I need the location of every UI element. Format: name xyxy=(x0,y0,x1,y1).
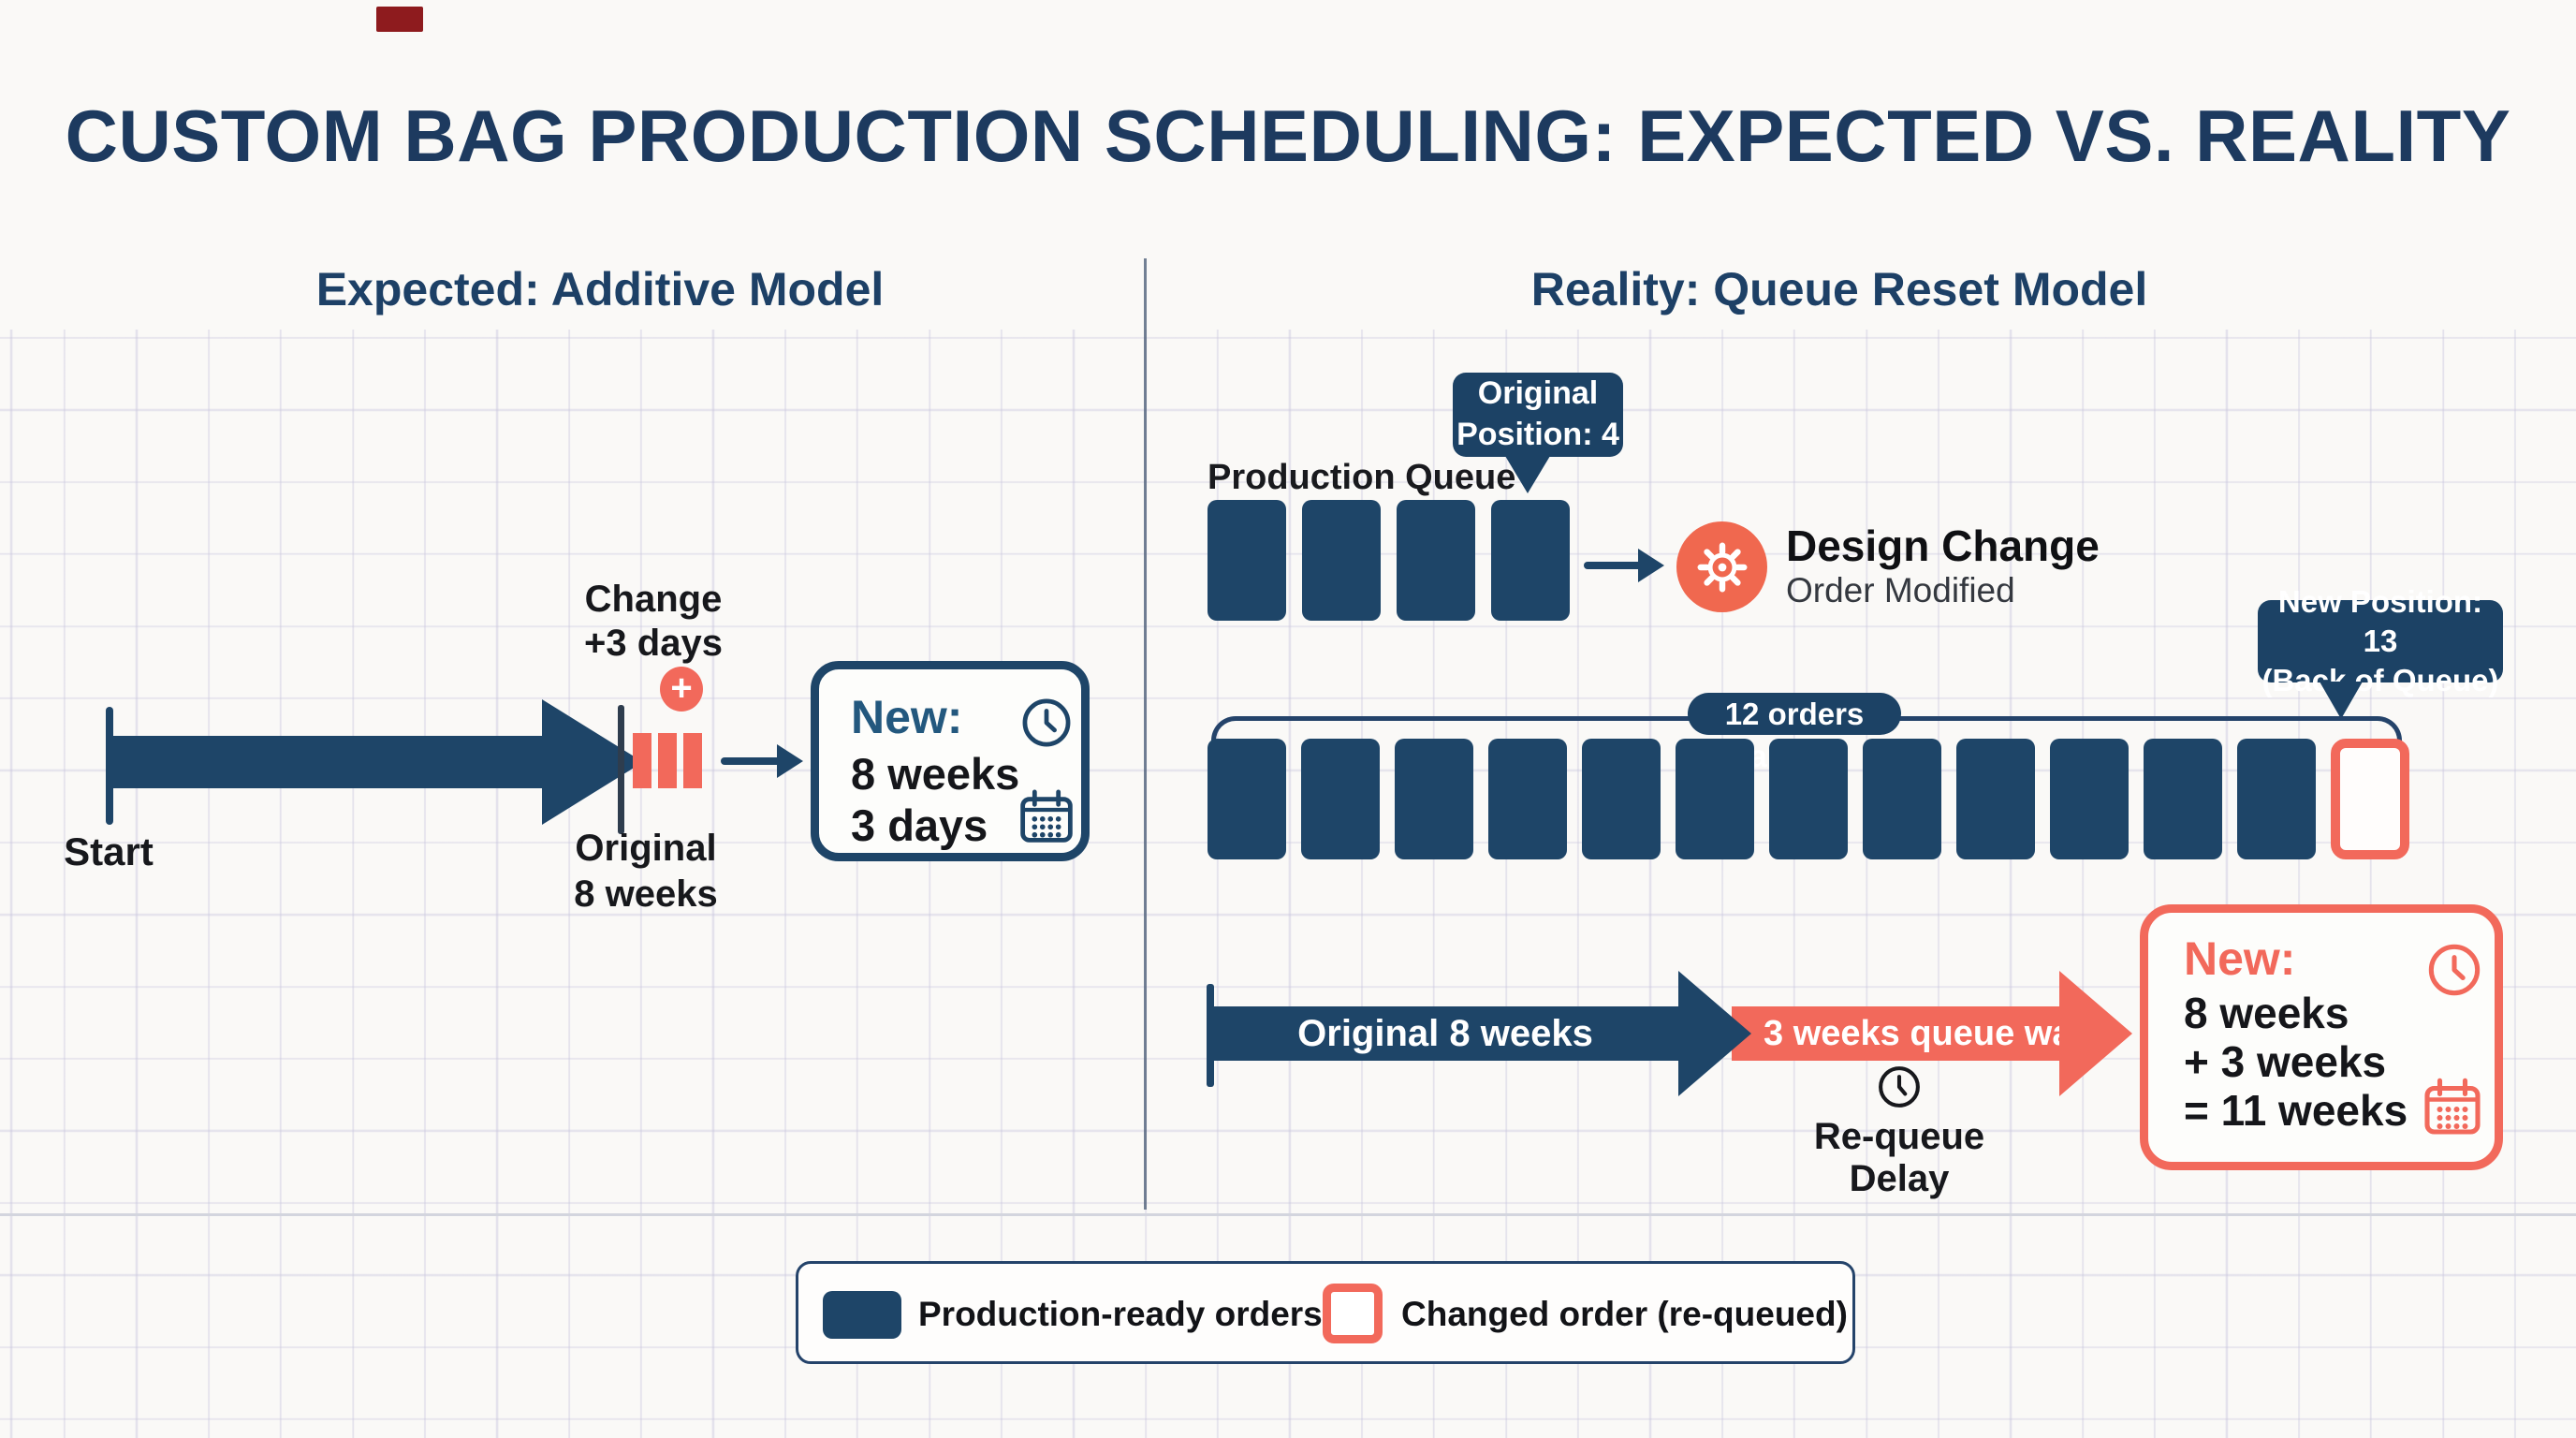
expected-result-title: New: xyxy=(851,691,963,743)
reality-result-line3: = 11 weeks xyxy=(2184,1086,2408,1135)
expected-section-heading: Expected: Additive Model xyxy=(315,263,885,315)
orders-ahead-badge: 12 orders ahead xyxy=(1688,693,1901,773)
queue-cell xyxy=(1302,500,1381,621)
section-divider xyxy=(1144,258,1147,1210)
queue-cell xyxy=(1397,500,1475,621)
clock-icon xyxy=(1022,698,1071,747)
queue-cell xyxy=(1769,739,1848,859)
expected-result-line2: 3 days xyxy=(851,800,988,850)
calendar-icon xyxy=(2424,1078,2481,1135)
reality-result-title: New: xyxy=(2184,932,2296,985)
added-day-bar xyxy=(633,733,651,788)
change-label-line2: +3 days xyxy=(584,623,723,665)
original-duration-line1: Original xyxy=(575,828,717,869)
change-label-line1: Change xyxy=(584,579,723,620)
requeue-delay-label: Re-queue Delay xyxy=(1813,1116,1985,1199)
clock-icon xyxy=(1879,1066,1920,1108)
legend: Production-ready orders Changed order (r… xyxy=(796,1261,1855,1364)
legend-ready-swatch xyxy=(823,1291,901,1339)
start-label: Start xyxy=(64,829,154,873)
original-duration-label: Original 8 weeks xyxy=(548,826,744,917)
legend-changed-label: Changed order (re-queued) xyxy=(1401,1295,1848,1333)
queue-cell xyxy=(1208,739,1286,859)
added-day-bar xyxy=(683,733,702,788)
legend-ready-label: Production-ready orders xyxy=(918,1295,1323,1333)
original-duration-line2: 8 weeks xyxy=(574,873,718,915)
design-change-subtitle: Order Modified xyxy=(1786,571,2015,609)
queue-cell xyxy=(1956,739,2035,859)
background-grid xyxy=(0,330,2576,1438)
queue-cell xyxy=(1491,500,1570,621)
expected-result-line1: 8 weeks xyxy=(851,749,1020,799)
added-day-bar xyxy=(658,733,677,788)
reality-result-line2: + 3 weeks xyxy=(2184,1037,2387,1086)
added-days-bars xyxy=(633,733,702,788)
reality-result-line1: 8 weeks xyxy=(2184,989,2349,1037)
queue-cell xyxy=(1676,739,1754,859)
change-label: Change +3 days xyxy=(555,578,752,666)
queue-cell xyxy=(1208,500,1286,621)
expected-timeline-bar xyxy=(110,736,542,788)
queue-cell xyxy=(1395,739,1473,859)
new-position-line2: (Back of Queue) xyxy=(2261,663,2499,698)
queue-wait-arrow: 3 weeks queue wait xyxy=(1732,1006,2094,1061)
reality-result-box: New: 8 weeks + 3 weeks = 11 weeks xyxy=(2140,904,2503,1170)
new-position-line1: New Position: 13 xyxy=(2277,583,2483,658)
clock-icon xyxy=(2428,944,2481,996)
queue-cell xyxy=(2237,739,2316,859)
plus-icon: + xyxy=(660,667,703,712)
production-queue-label: Production Queue xyxy=(1208,458,1516,497)
reality-section-heading: Reality: Queue Reset Model xyxy=(1530,263,2148,315)
queue-cell xyxy=(1582,739,1661,859)
corner-mark xyxy=(376,7,423,32)
expected-result-box: New: 8 weeks 3 days xyxy=(811,661,1090,861)
calendar-icon xyxy=(1020,789,1073,843)
design-change-badge xyxy=(1676,521,1767,612)
original-position-callout: Original Position: 4 xyxy=(1453,373,1623,457)
queue-cell xyxy=(1488,739,1567,859)
design-change-title: Design Change xyxy=(1786,521,2100,570)
timeline-end-tick xyxy=(618,705,624,834)
gear-icon xyxy=(1697,542,1747,592)
legend-changed-swatch xyxy=(1323,1284,1383,1343)
reality-original-arrow: Original 8 weeks xyxy=(1210,1006,1680,1061)
page-title: CUSTOM BAG PRODUCTION SCHEDULING: EXPECT… xyxy=(65,95,2511,177)
queue-cell xyxy=(2050,739,2129,859)
queue-cell xyxy=(2144,739,2222,859)
original-position-line2: Position: 4 xyxy=(1456,417,1619,452)
top-queue xyxy=(1208,500,1570,621)
queue-cell xyxy=(1863,739,1941,859)
original-position-line1: Original xyxy=(1477,375,1599,412)
right-arrow-icon xyxy=(1584,549,1664,582)
main-queue xyxy=(1208,739,2409,859)
queue-cell xyxy=(1301,739,1380,859)
right-arrow-icon xyxy=(721,744,803,778)
footer-band-divider xyxy=(0,1213,2576,1216)
queue-cell-changed xyxy=(2331,739,2409,859)
new-position-callout: New Position: 13 (Back of Queue) xyxy=(2258,584,2503,697)
